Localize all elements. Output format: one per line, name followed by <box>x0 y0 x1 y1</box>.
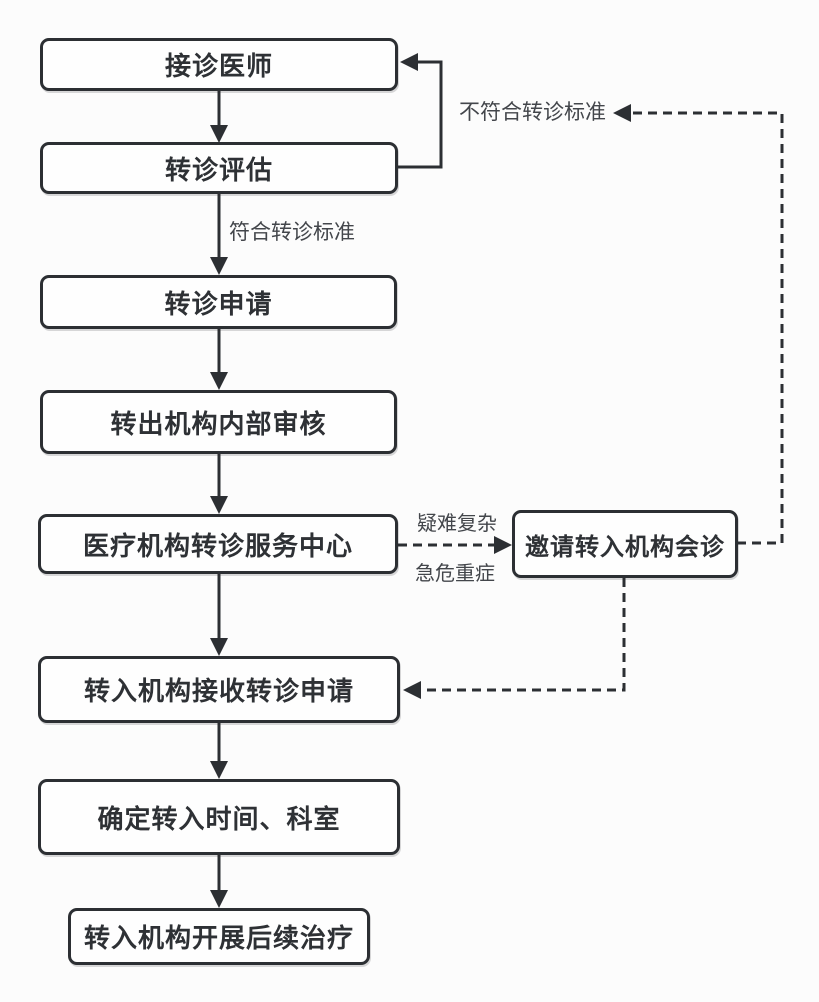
dashed-arrow-consultation-to-not-meet-label <box>613 104 784 545</box>
node-referral-service-center: 医疗机构转诊服务中心 <box>38 514 398 574</box>
edge-label-acute-critical: 急危重症 <box>415 563 495 585</box>
node-label: 医疗机构转诊服务中心 <box>82 530 353 561</box>
node-label: 转诊申请 <box>164 288 273 319</box>
arrow-review-to-service-center <box>210 454 228 514</box>
arrow-confirm-to-treatment <box>210 855 228 908</box>
edge-label-meet-criteria: 符合转诊标准 <box>229 221 355 244</box>
node-follow-up-treatment: 转入机构开展后续治疗 <box>68 908 370 965</box>
node-label: 确定转入时间、科室 <box>97 803 341 834</box>
node-label: 转诊评估 <box>164 154 273 185</box>
node-referral-application: 转诊申请 <box>40 275 397 329</box>
node-label: 接诊医师 <box>164 51 273 81</box>
arrow-service-center-to-receive <box>210 574 228 656</box>
dashed-arrow-service-center-to-consultation <box>398 536 512 554</box>
arrow-application-to-review <box>210 329 228 390</box>
node-label: 转入机构开展后续治疗 <box>83 923 354 953</box>
dashed-arrow-consultation-to-receive <box>403 578 626 699</box>
node-internal-review: 转出机构内部审核 <box>40 390 397 454</box>
edge-label-not-meet-criteria: 不符合转诊标准 <box>459 101 606 124</box>
node-receive-application: 转入机构接收转诊申请 <box>38 656 400 723</box>
arrow-receive-to-confirm <box>210 723 228 779</box>
arrow-evaluation-loop-to-physician <box>398 53 443 169</box>
node-confirm-time-department: 确定转入时间、科室 <box>38 779 400 855</box>
node-receiving-physician: 接诊医师 <box>40 38 398 91</box>
node-label: 转入机构接收转诊申请 <box>83 676 354 706</box>
arrow-physician-to-evaluation <box>210 91 228 143</box>
node-label: 邀请转入机构会诊 <box>525 533 725 561</box>
node-label: 转出机构内部审核 <box>110 408 327 439</box>
node-referral-evaluation: 转诊评估 <box>40 142 398 194</box>
node-invite-consultation: 邀请转入机构会诊 <box>512 510 738 578</box>
edge-label-difficult-complex: 疑难复杂 <box>417 513 497 535</box>
arrow-evaluation-to-application <box>210 194 228 275</box>
